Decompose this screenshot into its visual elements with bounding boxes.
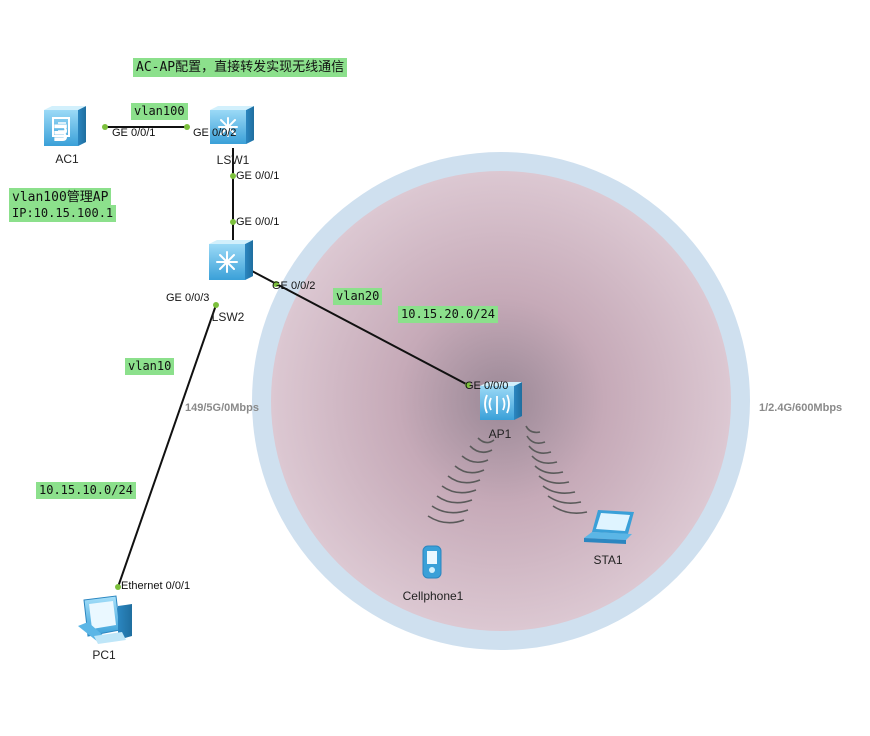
sta1-icon[interactable] [584, 510, 634, 544]
device-label-sta1: STA1 [593, 553, 623, 567]
signal-to-sta [525, 425, 588, 514]
title-note: AC-AP配置，直接转发实现无线通信 [133, 58, 348, 77]
link-lsw2-ap1[interactable] [249, 269, 469, 386]
svg-text:ᴟ: ᴟ [54, 117, 68, 141]
pc1-icon[interactable] [78, 595, 132, 644]
port-label-lsw2-ge002: GE 0/0/2 [272, 280, 316, 292]
device-label-lsw1: LSW1 [216, 153, 250, 167]
port-dots [102, 124, 471, 590]
subnet20-note: 10.15.20.0/24 [398, 306, 498, 323]
device-label-pc1: PC1 [92, 648, 116, 662]
cellphone1-icon[interactable] [422, 545, 442, 579]
device-label-ac1: AC1 [55, 152, 79, 166]
mgmt-note-line2: IP:10.15.100.1 [9, 205, 117, 222]
ap-rate-label: 149/5G/0Mbps [185, 402, 259, 414]
lsw2-icon[interactable] [209, 240, 253, 280]
vlan10-note: vlan10 [125, 358, 175, 375]
mgmt-note-line1: vlan100管理AP [9, 188, 112, 207]
port-label-ac1-ge001: GE 0/0/1 [112, 127, 156, 139]
vlan20-note: vlan20 [333, 288, 383, 305]
port-label-lsw2-ge003: GE 0/0/3 [166, 292, 210, 304]
port-label-lsw2-ge001: GE 0/0/1 [236, 216, 280, 228]
subnet10-note: 10.15.10.0/24 [36, 482, 136, 499]
signal-to-cellphone [427, 437, 495, 524]
ap1-icon[interactable] [480, 382, 522, 420]
device-label-lsw2: LSW2 [211, 310, 245, 324]
ac1-icon[interactable]: ᴟ [44, 106, 86, 146]
device-label-ap1: AP1 [488, 427, 512, 441]
sta-rate-label: 1/2.4G/600Mbps [759, 402, 843, 414]
port-label-ap1-ge000: GE 0/0/0 [465, 380, 509, 392]
port-label-lsw1-ge002: GE 0/0/2 [193, 127, 237, 139]
link-lsw2-pc1[interactable] [117, 304, 217, 588]
links [105, 126, 469, 588]
device-label-cellphone1: Cellphone1 [402, 589, 464, 603]
lsw1-icon[interactable] [210, 106, 254, 144]
port-label-lsw1-ge001: GE 0/0/1 [236, 170, 280, 182]
vlan100-note: vlan100 [131, 103, 188, 120]
port-label-pc1-eth001: Ethernet 0/0/1 [121, 580, 191, 592]
